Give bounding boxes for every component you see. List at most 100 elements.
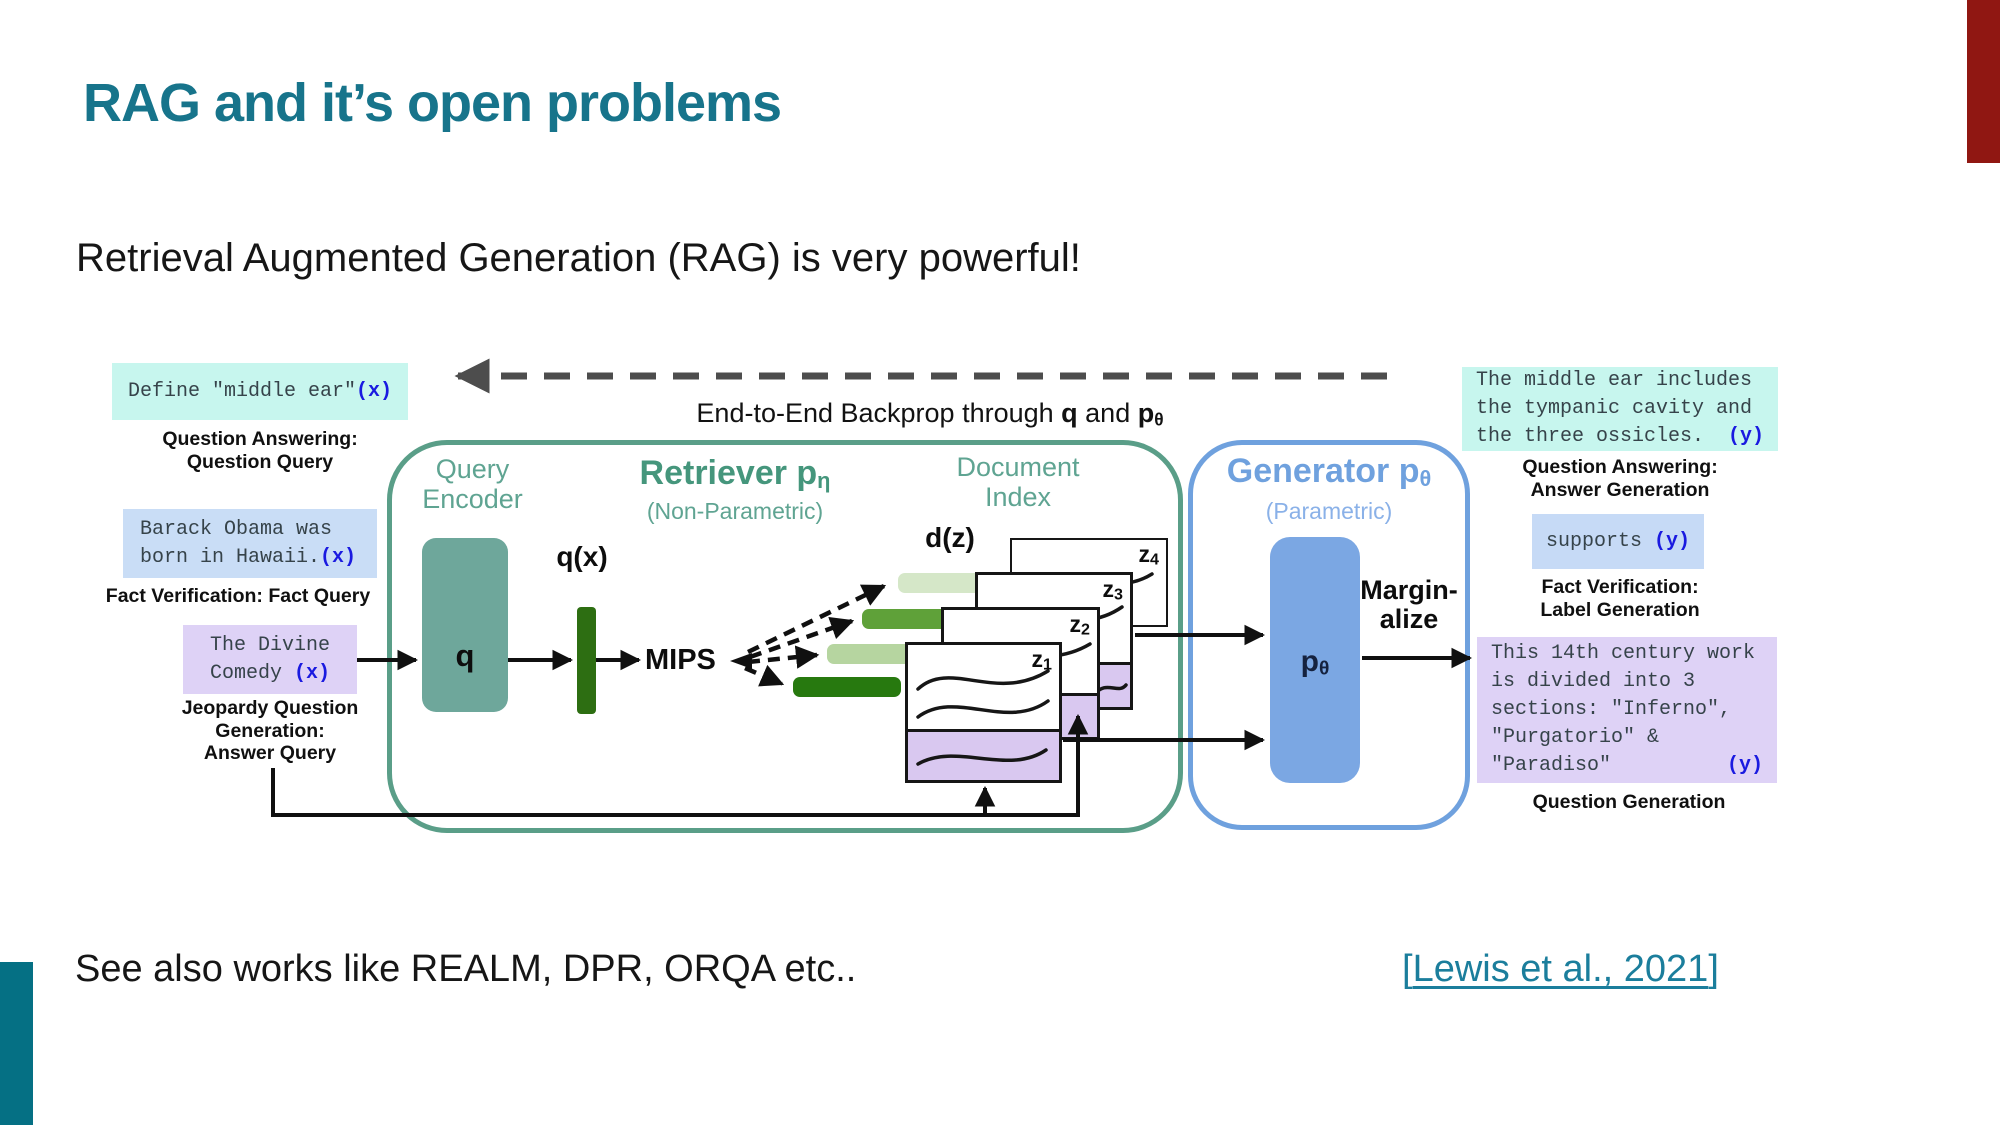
label-line: Document bbox=[956, 452, 1080, 482]
doc-card-highlight bbox=[905, 729, 1062, 783]
mono-line: Comedy (x) bbox=[210, 660, 330, 688]
label-line: Question Query bbox=[186, 450, 334, 473]
document-index-label: Document Index bbox=[928, 452, 1108, 512]
label-line: Index bbox=[984, 482, 1052, 512]
mono-text: the three ossicles. bbox=[1476, 425, 1705, 448]
label-line: alize bbox=[1379, 604, 1439, 634]
mono-text: Define "middle ear" bbox=[127, 379, 357, 403]
doc-embedding-bar-1 bbox=[898, 573, 990, 593]
p-theta-label: pθ bbox=[1270, 645, 1360, 681]
z-subscript: 3 bbox=[1114, 585, 1123, 604]
y-token: (y) bbox=[1727, 425, 1764, 448]
generator-title: Generator pθ bbox=[1195, 452, 1463, 492]
doc-card-label: z1 bbox=[1032, 646, 1052, 675]
label-line: Jeopardy Question bbox=[181, 697, 359, 719]
doc-wave bbox=[916, 748, 1048, 766]
z-subscript: 1 bbox=[1043, 655, 1052, 674]
mono-text: Comedy bbox=[209, 661, 294, 685]
z-symbol: z bbox=[1069, 611, 1082, 637]
mono-line: the tympanic cavity and bbox=[1476, 397, 1753, 420]
slide-subtitle: Retrieval Augmented Generation (RAG) is … bbox=[76, 236, 1081, 280]
query-embedding-bar bbox=[577, 607, 596, 714]
z-symbol: z bbox=[1031, 646, 1044, 672]
label-line: Answer Query bbox=[203, 742, 337, 764]
bracket-open: [ bbox=[1402, 948, 1413, 990]
y-token: (y) bbox=[1726, 754, 1763, 777]
label-line: Answer Generation bbox=[1530, 478, 1710, 501]
eta-subscript: η bbox=[817, 468, 831, 494]
footer-note: See also works like REALM, DPR, ORQA etc… bbox=[75, 948, 857, 990]
mono-text: born in Hawaii. bbox=[140, 545, 321, 569]
output-box-label-generation: supports (y) bbox=[1532, 514, 1704, 569]
q-symbol: q bbox=[1061, 398, 1078, 428]
query-encoder-label: Query Encoder bbox=[385, 454, 560, 514]
z-subscript: 4 bbox=[1150, 550, 1159, 569]
retriever-name: Retriever p bbox=[639, 454, 818, 492]
z-symbol: z bbox=[1102, 576, 1115, 602]
input-label-fact-verification: Fact Verification: Fact Query bbox=[62, 585, 414, 608]
mono-line: "Purgatorio" & bbox=[1491, 726, 1660, 749]
caption-text: End-to-End Backprop through bbox=[696, 398, 1062, 428]
y-token: (y) bbox=[1654, 529, 1691, 553]
mono-line: This 14th century work bbox=[1491, 642, 1756, 665]
mono-line: the three ossicles. (y) bbox=[1476, 423, 1764, 451]
doc-card-label: z4 bbox=[1139, 541, 1159, 570]
label-line: Fact Verification: Fact Query bbox=[105, 585, 371, 607]
mono-line: is divided into 3 bbox=[1491, 670, 1696, 693]
doc-embedding-bar-2 bbox=[862, 609, 962, 629]
output-label-question-answering: Question Answering: Answer Generation bbox=[1468, 456, 1772, 501]
mono-line: sections: "Inferno", bbox=[1491, 698, 1732, 721]
bottom-left-accent-bar bbox=[0, 962, 33, 1125]
p-theta-block bbox=[1270, 537, 1360, 783]
generator-name: Generator p bbox=[1226, 452, 1420, 490]
label-line: Fact Verification: bbox=[1541, 576, 1699, 598]
label-line: Question Generation bbox=[1532, 791, 1726, 813]
slide-title: RAG and it’s open problems bbox=[83, 73, 782, 133]
input-label-jeopardy: Jeopardy Question Generation: Answer Que… bbox=[148, 697, 392, 765]
input-box-question-query: Define "middle ear"(x) bbox=[112, 363, 408, 420]
output-label-fact-verification: Fact Verification: Label Generation bbox=[1468, 576, 1772, 621]
query-encoder-block bbox=[422, 538, 508, 712]
x-token: (x) bbox=[294, 661, 331, 685]
label-line: Question Answering: bbox=[1522, 456, 1718, 478]
bracket-close: ] bbox=[1708, 948, 1719, 990]
label-line: Encoder bbox=[422, 484, 523, 514]
output-box-answer-generation: The middle ear includes the tympanic cav… bbox=[1462, 367, 1778, 451]
doc-card-z1: z1 bbox=[905, 642, 1062, 783]
mono-text: "Paradiso" bbox=[1491, 754, 1612, 777]
doc-card-label: z3 bbox=[1103, 576, 1123, 605]
q-label: q bbox=[455, 638, 475, 673]
mono-line: Define "middle ear"(x) bbox=[128, 378, 392, 406]
label-line: Margin- bbox=[1360, 575, 1458, 605]
p-symbol: p bbox=[1300, 645, 1319, 678]
p-symbol: p bbox=[1137, 398, 1155, 428]
citation-text: Lewis et al., 2021 bbox=[1412, 948, 1709, 990]
output-box-question-generation: This 14th century work is divided into 3… bbox=[1477, 637, 1777, 783]
doc-wave bbox=[916, 669, 1050, 719]
doc-card-label: z2 bbox=[1070, 611, 1090, 640]
mips-label: MIPS bbox=[645, 644, 716, 676]
label-line: Query bbox=[435, 454, 510, 484]
label-line: Label Generation bbox=[1540, 598, 1700, 621]
retriever-subtitle: (Non-Parametric) bbox=[646, 498, 824, 524]
x-token: (x) bbox=[320, 545, 357, 569]
mono-line: Barack Obama was bbox=[140, 517, 333, 541]
z-symbol: z bbox=[1138, 541, 1151, 567]
marginalize-label: Margin- alize bbox=[1355, 576, 1463, 634]
label-line: Question Answering: bbox=[162, 428, 358, 450]
x-token: (x) bbox=[356, 379, 393, 403]
output-label-question-generation: Question Generation bbox=[1477, 791, 1781, 814]
citation-link[interactable]: [Lewis et al., 2021] bbox=[1402, 948, 1719, 991]
mono-text: supports bbox=[1545, 529, 1654, 553]
input-box-fact-query: Barack Obama was born in Hawaii.(x) bbox=[123, 509, 377, 578]
input-label-question-answering: Question Answering: Question Query bbox=[112, 428, 408, 473]
z-subscript: 2 bbox=[1081, 620, 1090, 639]
input-box-answer-query: The Divine Comedy (x) bbox=[183, 625, 357, 694]
top-right-accent-bar bbox=[1967, 0, 2000, 163]
theta-subscript: θ bbox=[1154, 409, 1164, 430]
mono-line: "Paradiso" (y) bbox=[1491, 752, 1763, 780]
caption-text: and bbox=[1077, 398, 1138, 428]
mono-line: The middle ear includes bbox=[1476, 369, 1753, 392]
qx-label: q(x) bbox=[556, 541, 608, 572]
